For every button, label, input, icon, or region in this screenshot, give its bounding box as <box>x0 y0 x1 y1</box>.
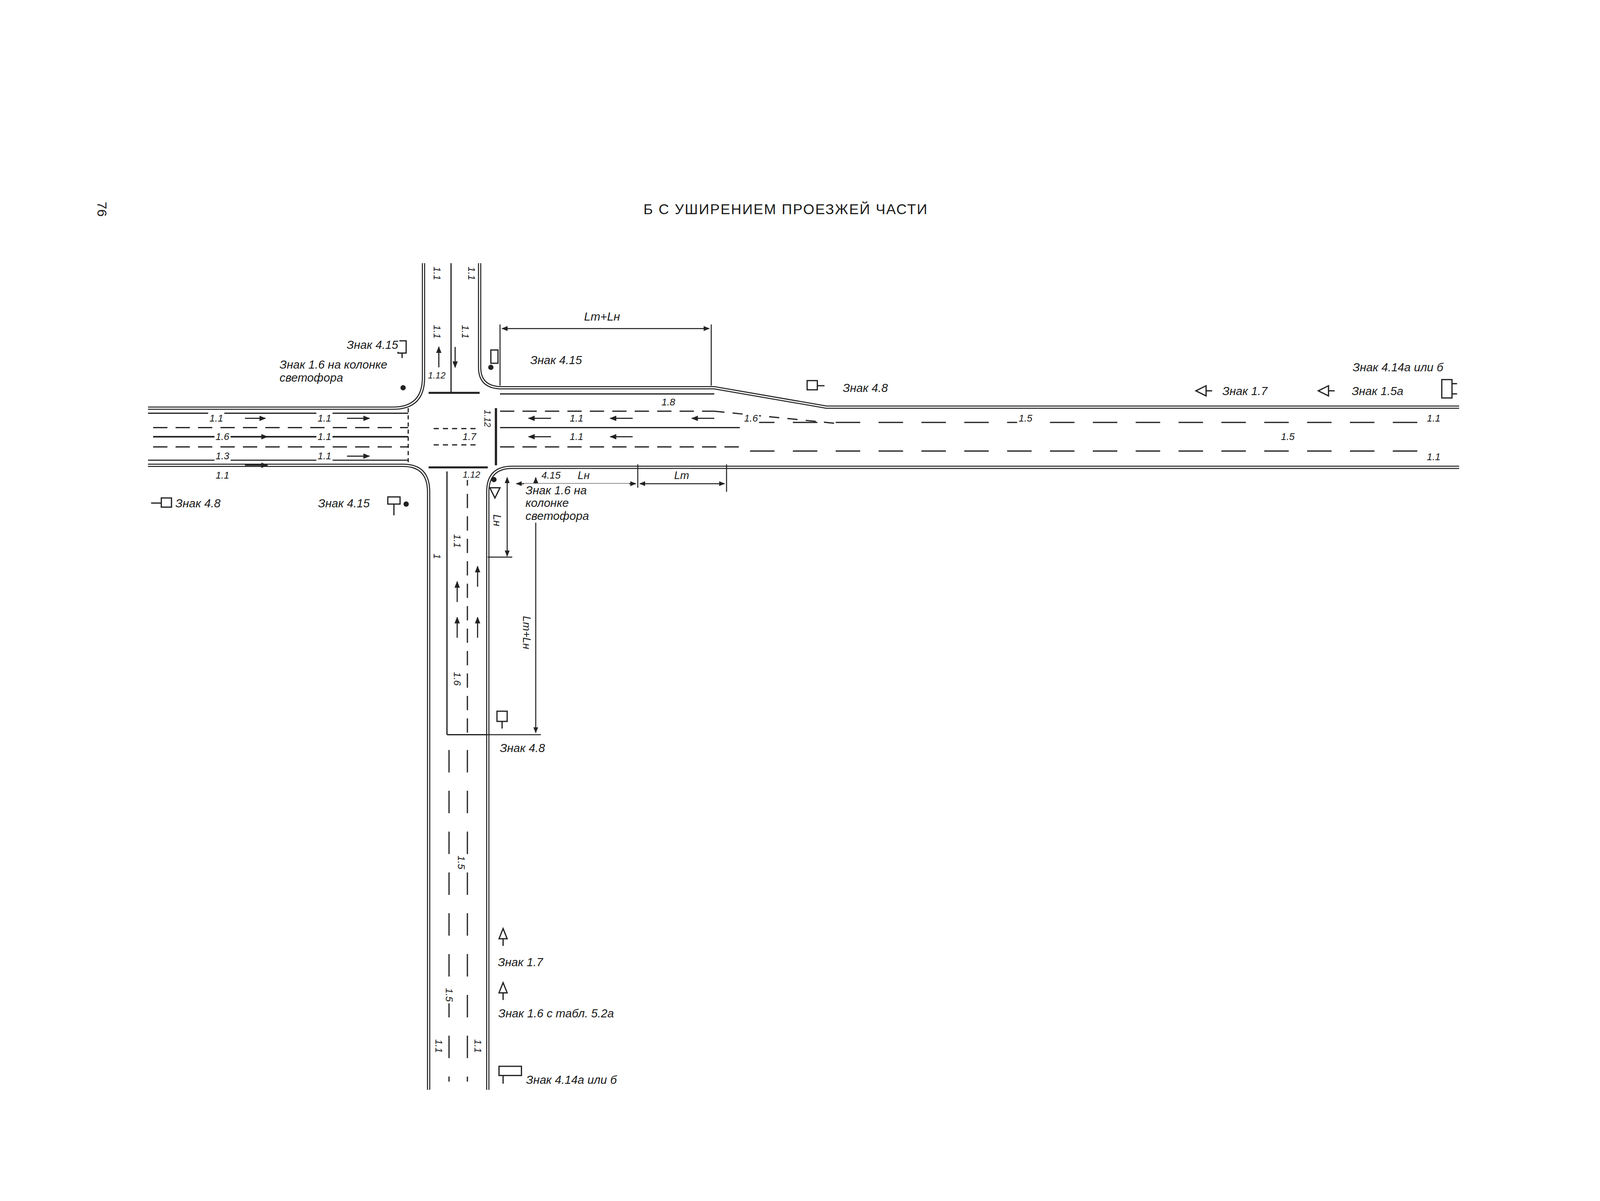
marking-number: 1.3 <box>214 450 231 462</box>
sign-label: Знак 4.8 <box>174 496 222 510</box>
sign-label: Знак 4.14а или б <box>1351 360 1445 375</box>
marking-number: 1.7 <box>461 430 478 443</box>
marking-number: 1.1 <box>465 265 478 282</box>
marking-number: 1.6 <box>451 670 463 687</box>
marking-number: 1.5 <box>1017 412 1034 425</box>
lane-arrows <box>245 347 715 638</box>
marking-number: 1.1 <box>1425 451 1442 463</box>
dimension-label: Lн <box>490 513 504 528</box>
curbs <box>148 263 1460 1090</box>
marking-number: 1.5 <box>443 986 455 1004</box>
marking-number: 1.1 <box>471 1037 484 1055</box>
dimension-label: Lн <box>576 469 592 482</box>
marking-number: 1.6 <box>742 412 760 425</box>
marking-number: 1.1 <box>568 412 585 425</box>
sign-label: Знак 1.6 на колонке светофора <box>524 483 629 524</box>
marking-number: 1.12 <box>426 369 447 381</box>
marking-number: 1.1 <box>568 430 585 443</box>
marking-number: 1.1 <box>432 1037 445 1055</box>
marking-number: 1.1 <box>214 469 231 482</box>
marking-number: 1.1 <box>1425 412 1442 425</box>
marking-number: 1.12 <box>482 408 493 429</box>
sign-label: Знак 1.6 на колонке светофора <box>278 358 412 385</box>
sign-label: Знак 1.7 <box>496 955 545 970</box>
sign-label: Знак 4.15 <box>345 338 400 352</box>
marking-number: 1.12 <box>461 469 482 480</box>
sign-label: Знак 4.15 <box>528 353 584 368</box>
marking-number: 1.1 <box>316 412 334 425</box>
dimension-lines <box>487 324 727 735</box>
sign-label: Знак 1.5а <box>1350 383 1405 398</box>
sign-label: Знак 1.7 <box>1221 383 1269 398</box>
marking-number: 1.1 <box>430 323 443 340</box>
marking-number: 1.1 <box>459 323 471 340</box>
marking-number: 1.5 <box>1279 430 1297 443</box>
title: Б С УШИРЕНИЕМ ПРОЕЗЖЕЙ ЧАСТИ <box>643 200 928 218</box>
road-signs <box>151 340 1458 1084</box>
marking-number: 1.1 <box>316 430 334 443</box>
marking-number: 1.6 <box>214 430 231 443</box>
sign-label: Знак 4.14а или б <box>524 1072 619 1087</box>
marking-number: 1.1 <box>430 265 443 282</box>
marking-number: 1.5 <box>455 853 467 871</box>
dimension-label: Lт+Lн <box>520 614 533 651</box>
marking-number: 1.1 <box>316 450 334 462</box>
sign-label: Знак 1.6 с табл. 5.2а <box>496 1006 616 1021</box>
sign-label: 4.15 <box>540 469 563 482</box>
markings <box>148 263 1429 1082</box>
dimension-label: Lт <box>672 469 691 482</box>
dimension-label: Lт+Lн <box>582 309 622 324</box>
sign-label: Знак 4.8 <box>841 380 889 395</box>
page-number: 76 <box>94 200 110 218</box>
sign-label: Знак 4.8 <box>498 741 547 756</box>
marking-number: 1.1 <box>208 412 225 425</box>
marking-number: 1.1 <box>451 532 463 550</box>
marking-number: 1 <box>430 552 443 561</box>
sign-label: Знак 4.15 <box>316 496 372 510</box>
marking-number: 1.8 <box>659 395 677 408</box>
